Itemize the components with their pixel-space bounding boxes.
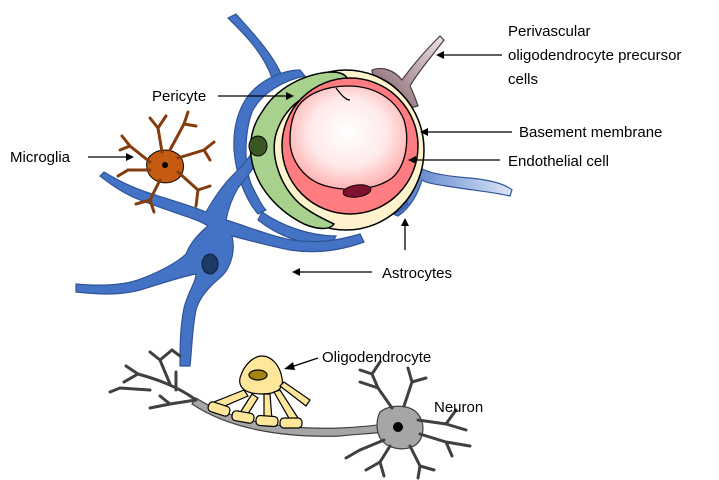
arrow-perivascular-opc (436, 51, 502, 59)
label-pericyte: Pericyte (152, 88, 206, 105)
arrow-microglia (88, 153, 134, 161)
vessel-lumen (290, 86, 407, 189)
label-endothelial-cell: Endothelial cell (508, 153, 609, 170)
blood-vessel (249, 70, 424, 230)
label-perivascular-line3: cells (508, 71, 538, 88)
neuron-nucleus (393, 422, 403, 432)
label-astrocytes: Astrocytes (382, 265, 452, 282)
label-perivascular-line2: oligodendrocyte precursor (508, 47, 681, 64)
astrocyte-nucleus (202, 254, 218, 274)
pericyte-nucleus (249, 136, 267, 156)
oligodendrocyte-nucleus (249, 370, 267, 380)
arrow-oligodendrocyte (284, 358, 318, 370)
label-microglia: Microglia (10, 149, 71, 166)
arrow-astrocytes-right-endfoot (401, 218, 409, 250)
arrow-basement-membrane (420, 128, 512, 136)
arrow-astrocytes (292, 268, 372, 276)
label-oligodendrocyte: Oligodendrocyte (322, 349, 431, 366)
label-perivascular-line1: Perivascular (508, 23, 591, 40)
label-basement-membrane: Basement membrane (519, 124, 662, 141)
astrocyte-top-process (228, 14, 282, 78)
label-neuron: Neuron (434, 399, 483, 416)
microglia-nucleus (162, 162, 168, 168)
